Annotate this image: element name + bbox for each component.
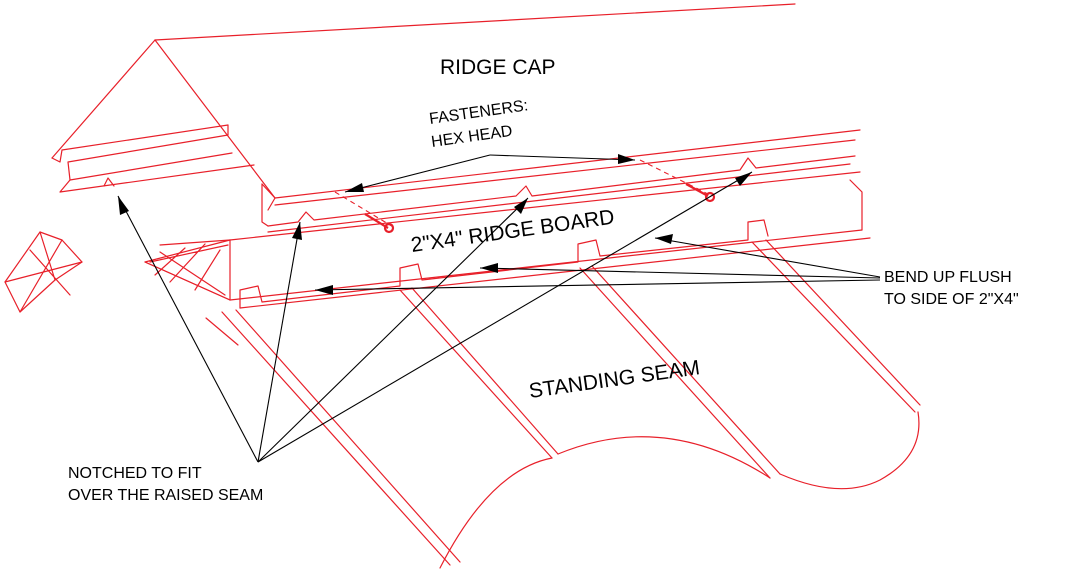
left-seam-end xyxy=(4,231,83,313)
arrowhead xyxy=(480,263,498,273)
hex-screw-left xyxy=(364,213,395,234)
arrowhead xyxy=(292,222,302,240)
leader-lines xyxy=(117,154,881,463)
ridge-board xyxy=(144,171,871,309)
arrowhead xyxy=(655,234,673,244)
bend-up-label-line1: BEND UP FLUSH xyxy=(884,269,1012,286)
notched-label-line2: OVER THE RAISED SEAM xyxy=(68,487,263,504)
fasteners-label-line2: HEX HEAD xyxy=(430,123,513,151)
bend-up-label-line2: TO SIDE OF 2"X4" xyxy=(884,291,1019,308)
standing-seam-label: STANDING SEAM xyxy=(527,356,701,403)
fastener-right-centerline xyxy=(639,159,713,197)
notched-label-line1: NOTCHED TO FIT xyxy=(68,465,202,482)
standing-seam-panels xyxy=(205,219,921,569)
ridge-cap-label: RIDGE CAP xyxy=(440,56,556,79)
arrowhead xyxy=(315,285,333,295)
fasteners-label-line1: FASTENERS: xyxy=(428,97,529,128)
arrowhead xyxy=(735,172,752,186)
arrowhead xyxy=(118,196,129,215)
arrowhead xyxy=(618,154,635,164)
arrowhead xyxy=(514,198,528,214)
fastener-left-centerline xyxy=(334,191,396,229)
fasteners xyxy=(334,159,716,234)
arrowhead xyxy=(345,183,364,192)
ridge-cap xyxy=(51,3,861,233)
hex-screw-right xyxy=(685,183,716,203)
